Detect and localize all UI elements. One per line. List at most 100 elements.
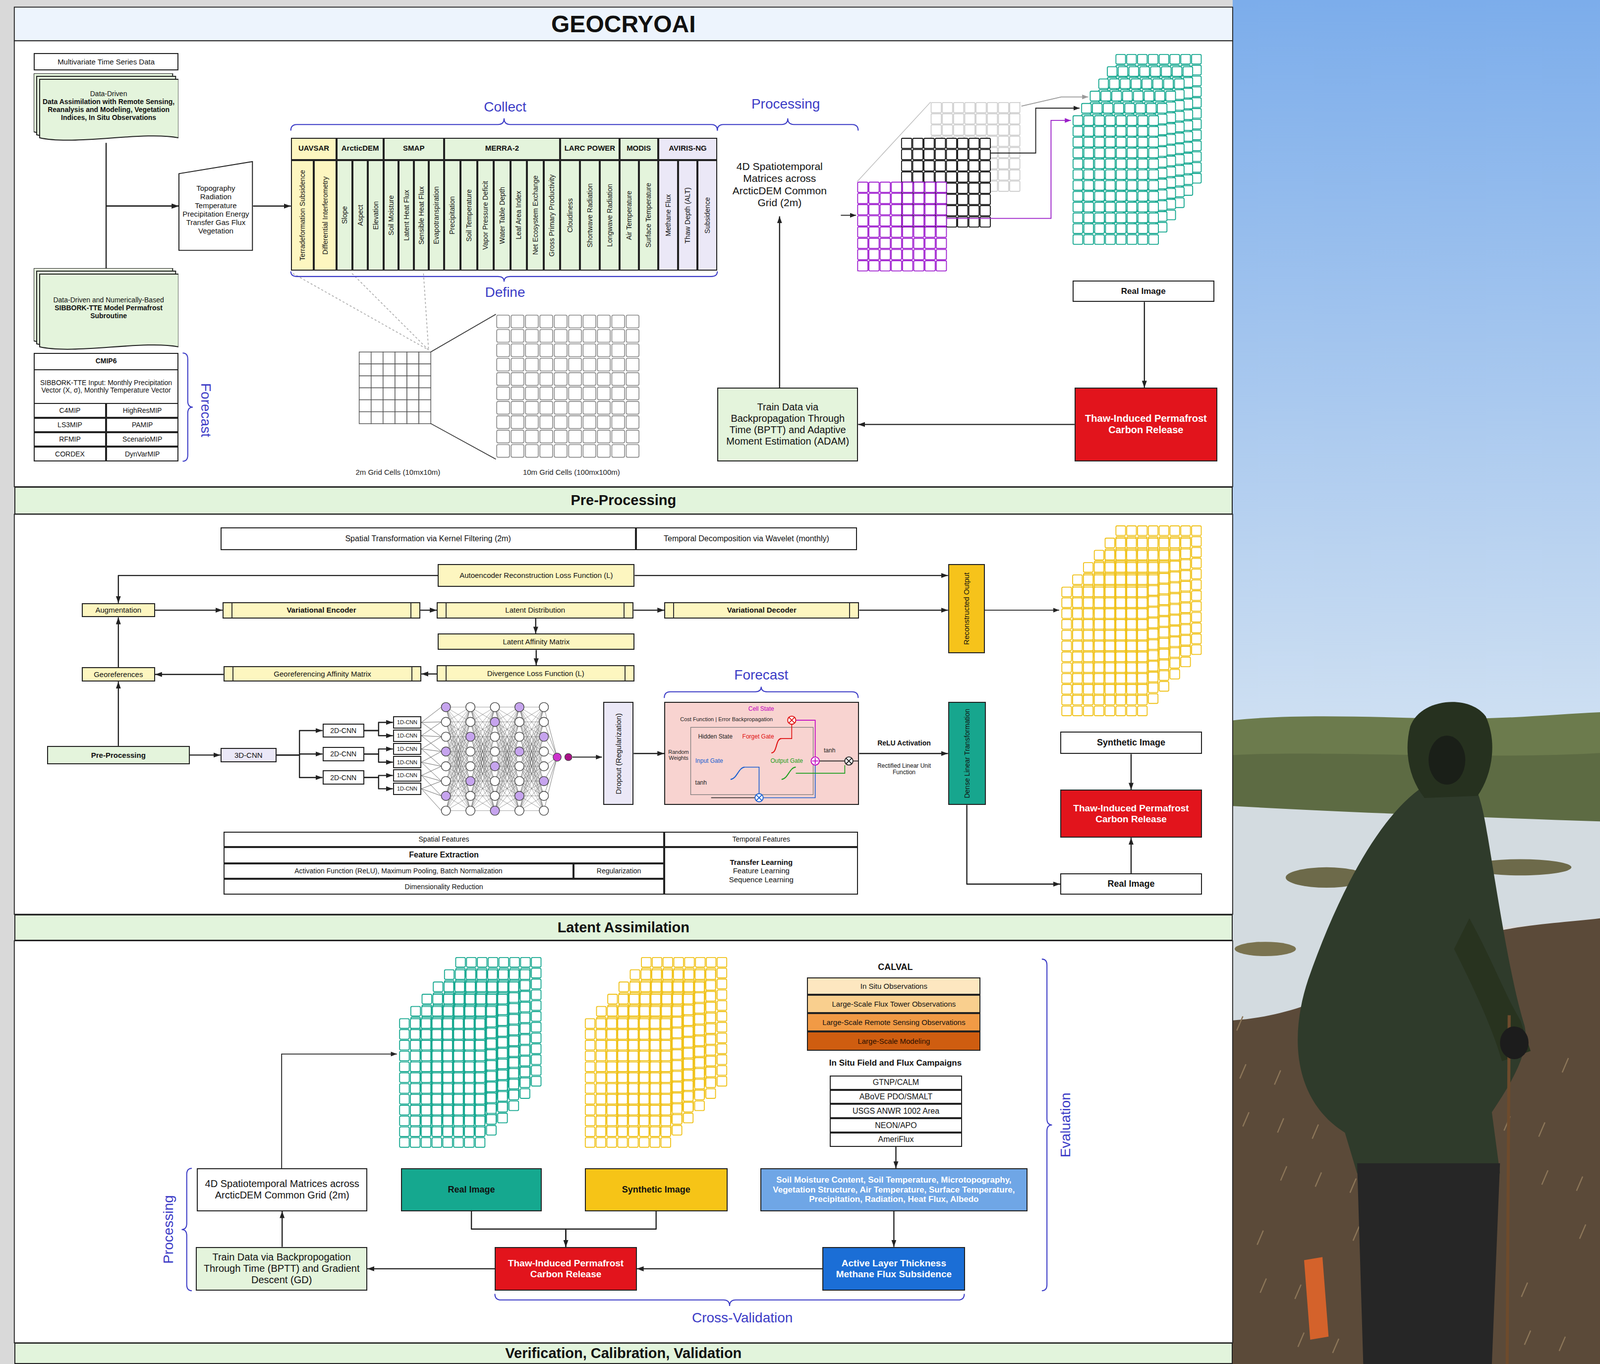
grid-cell (1084, 115, 1094, 125)
grid-cell (406, 400, 419, 412)
grid-cell (531, 979, 541, 989)
photo-grass-blade (1298, 1332, 1305, 1348)
grid-cell (998, 170, 1009, 181)
arrow-line (572, 756, 603, 758)
photo-grass-blade (1524, 1330, 1531, 1346)
grid-cell (496, 358, 510, 372)
grid-cell (1148, 628, 1158, 639)
grid-cell (371, 411, 384, 424)
net-link (421, 775, 442, 797)
grid-cell (496, 372, 510, 386)
grid-cell (611, 415, 625, 429)
grid-cell (1115, 651, 1126, 662)
grid-cell (1094, 673, 1104, 684)
grid-cell (520, 980, 530, 990)
grid-cell (1126, 695, 1137, 705)
grid-cell (1107, 66, 1117, 77)
grid-cell (525, 444, 539, 458)
grid-cell (465, 970, 476, 980)
net-neuron (539, 776, 549, 787)
grid-cell (1073, 224, 1083, 234)
grid-cell (891, 249, 902, 260)
net-link (446, 736, 471, 811)
grid-cell (1129, 66, 1139, 77)
grid-cell (1109, 78, 1120, 89)
net-link (470, 766, 495, 811)
net-link (421, 707, 442, 723)
net-link (519, 707, 544, 782)
grid-cell (1169, 571, 1180, 582)
photo-grass-blade (1294, 1284, 1301, 1300)
grid-cell (1148, 115, 1159, 125)
grid-cell (597, 343, 611, 357)
grid-cell (1148, 550, 1158, 560)
net-neuron (465, 746, 476, 757)
grid-cell (1159, 627, 1169, 637)
grid-cell (998, 147, 1009, 158)
grid-cell (1083, 684, 1093, 694)
grid-cell (868, 238, 880, 249)
grid-cell (1094, 148, 1105, 158)
net-neuron (539, 805, 549, 816)
grid-cell (582, 329, 596, 343)
grid-cell (1148, 234, 1159, 244)
grid-cell (987, 102, 998, 114)
grid-cell (880, 215, 891, 227)
grid-cell (935, 171, 946, 183)
grid-cell (511, 343, 524, 357)
photo-grass-blade (1576, 1176, 1583, 1192)
grid-cell (1138, 180, 1148, 190)
dotted-leader (423, 273, 429, 350)
net-neuron (465, 761, 476, 772)
grid-cell (496, 415, 510, 429)
brace (290, 271, 718, 283)
grid-cell (1083, 662, 1093, 673)
grid-cell (371, 388, 384, 400)
grid-cell (998, 136, 1009, 147)
grid-cell (1131, 78, 1141, 89)
grid-cell (554, 315, 568, 329)
grid-cell (568, 372, 582, 386)
grid-cell (511, 315, 524, 329)
grid-cell (1169, 658, 1180, 669)
grid-cell (880, 181, 891, 193)
grid-cell (1083, 597, 1093, 608)
grid-cell (582, 343, 596, 357)
grid-cell (1116, 126, 1126, 136)
grid-cell (1115, 630, 1126, 640)
grid-cell (957, 194, 969, 205)
grid-cell (1072, 587, 1083, 597)
grid-cell (359, 375, 372, 388)
grid-cell (1103, 103, 1113, 114)
net-link (421, 751, 442, 763)
grid-cell (924, 260, 936, 272)
grid-cell (1105, 684, 1115, 694)
grid-cell (1094, 137, 1105, 147)
net-neuron (514, 702, 525, 712)
grid-cell (1105, 695, 1115, 705)
grid-cell (1105, 651, 1115, 662)
photo-grass-blade (1353, 1226, 1360, 1242)
grid-cell (1137, 673, 1147, 684)
grid-cell (531, 989, 541, 1000)
grid-cell (931, 124, 942, 136)
grid-cell (1083, 651, 1093, 662)
grid-cell (998, 180, 1009, 192)
grid-cell (499, 957, 509, 968)
grid-cell (539, 329, 553, 343)
grid-cell (1148, 683, 1158, 693)
net-link (421, 736, 442, 749)
grid-cell (1115, 608, 1126, 619)
grid-cell (975, 114, 987, 125)
grid-cell (891, 204, 902, 216)
cube-edge (946, 102, 1021, 182)
grid-cell (568, 430, 582, 444)
grid-cell (964, 124, 975, 136)
grid-cell (1073, 202, 1083, 212)
photo-grass-blade (1280, 1166, 1287, 1181)
grid-cell (359, 411, 372, 424)
photo-grass-blade (1562, 1058, 1569, 1073)
net-link (470, 736, 495, 811)
grid-cell (1127, 202, 1137, 212)
grid-cell (902, 249, 914, 260)
